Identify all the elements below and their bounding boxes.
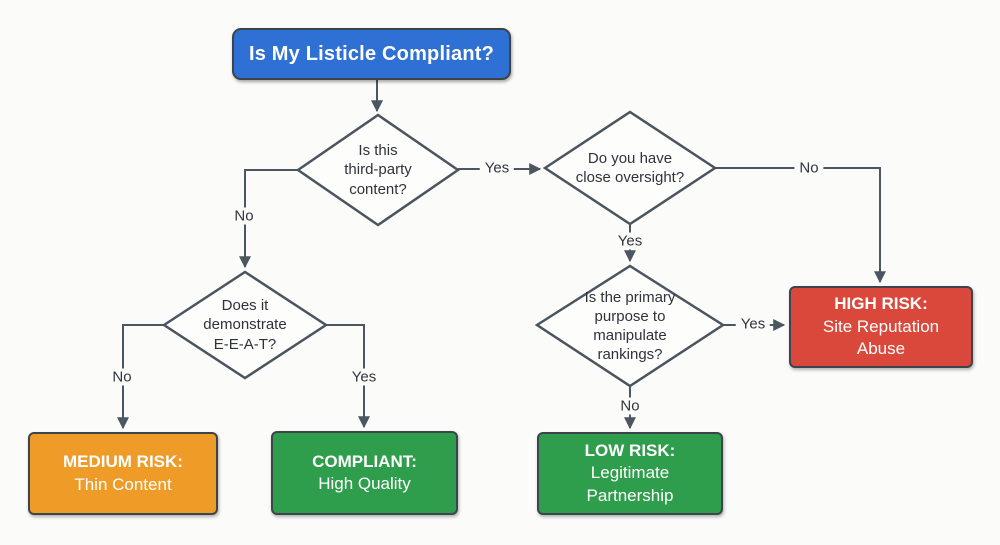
outcome-line: Legitimate xyxy=(590,463,670,483)
outcome-compliant: COMPLIANT: High Quality xyxy=(271,431,458,515)
outcome-low-risk: LOW RISK: Legitimate Partnership xyxy=(537,432,723,515)
page-title-node: Is My Listicle Compliant? xyxy=(232,28,511,80)
outcome-high-risk: HIGH RISK: Site Reputation Abuse xyxy=(789,286,973,368)
connector-eeat-to-medium-risk xyxy=(117,324,164,430)
outcome-line: Site Reputation xyxy=(822,316,940,336)
decision-line: third-party xyxy=(344,161,412,179)
decision-line: Do you have xyxy=(587,149,673,167)
decision-line: content? xyxy=(349,180,407,198)
decision-line: E-E-A-T? xyxy=(213,335,277,353)
decision-line: rankings? xyxy=(597,346,663,364)
decision-line: Does it xyxy=(221,297,269,315)
decision-line: purpose to xyxy=(594,307,666,325)
outcome-heading: LOW RISK: xyxy=(584,440,676,460)
outcome-heading: MEDIUM RISK: xyxy=(63,452,183,472)
outcome-line: Partnership xyxy=(586,485,674,505)
edge-label-oversight-no: No xyxy=(794,159,824,177)
edge-label-manipulate-no: No xyxy=(615,397,645,415)
decision-line: close oversight? xyxy=(575,169,685,186)
edge-label-manipulate-yes: Yes xyxy=(735,315,771,333)
diamond-oversight-shape xyxy=(542,110,718,226)
outcome-medium-risk: MEDIUM RISK: Thin Content xyxy=(28,432,218,515)
outcome-line: High Quality xyxy=(318,474,411,493)
connector-oversight-to-high-risk xyxy=(715,167,886,284)
diamond-manipulate-shape xyxy=(534,264,726,388)
edge-label-eeat-no: No xyxy=(107,368,137,386)
diamond-eeat-shape xyxy=(161,270,329,380)
page-title: Is My Listicle Compliant? xyxy=(248,42,495,65)
decision-third-party-content: Is this third-party content? xyxy=(298,115,458,225)
decision-line: Is this xyxy=(358,142,398,160)
outcome-heading: HIGH RISK: xyxy=(834,294,928,314)
decision-demonstrate-eeat: Does it demonstrate E-E-A-T? xyxy=(164,272,326,378)
outcome-line: Abuse xyxy=(856,339,906,359)
decision-line: Is the primary xyxy=(584,288,676,306)
decision-manipulate-rankings: Is the primary purpose to manipulate ran… xyxy=(537,266,723,386)
connector-third-party-to-eeat xyxy=(239,169,298,269)
edge-label-eeat-yes: Yes xyxy=(346,368,382,386)
connector-eeat-to-compliant xyxy=(326,324,370,429)
outcome-heading: COMPLIANT: xyxy=(312,451,417,471)
outcome-line: Thin Content xyxy=(74,474,172,494)
decision-line: demonstrate xyxy=(203,316,287,334)
decision-line: manipulate xyxy=(593,327,667,344)
edge-label-third-party-no: No xyxy=(229,207,259,225)
diamond-third-party-shape xyxy=(295,113,461,227)
decision-close-oversight: Do you have close oversight? xyxy=(545,112,715,224)
edge-label-oversight-yes: Yes xyxy=(612,232,648,250)
edge-label-third-party-yes: Yes xyxy=(479,159,515,177)
